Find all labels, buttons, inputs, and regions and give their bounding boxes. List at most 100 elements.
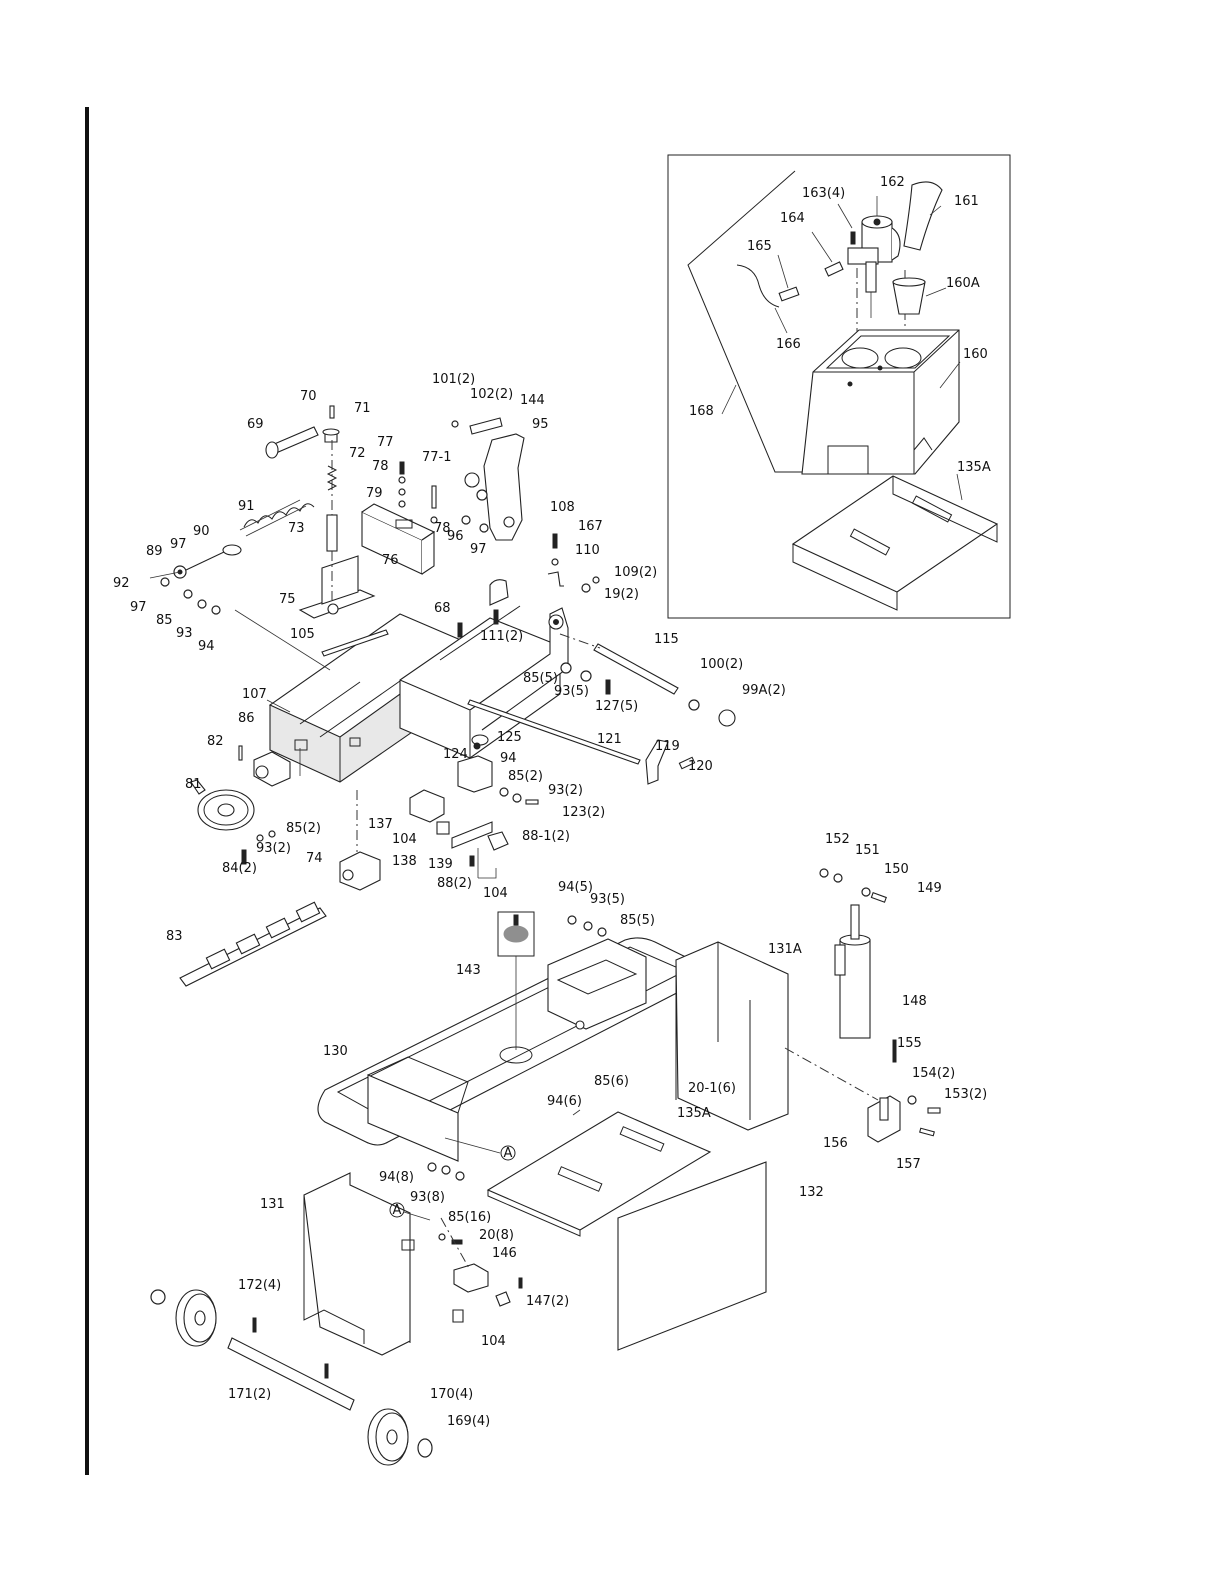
part-label-151: 151 [855, 843, 880, 858]
part-label-157: 157 [896, 1157, 921, 1172]
valve-165 [778, 286, 800, 302]
part-label-70: 70 [300, 389, 317, 404]
part-label-69: 69 [247, 417, 264, 432]
part-label-82: 82 [207, 734, 224, 749]
part-label-100: 100(2) [700, 657, 743, 672]
strainer-160a [892, 281, 926, 315]
part-label-71: 71 [354, 401, 371, 416]
part-label-130: 130 [323, 1044, 348, 1059]
part-label-127: 127(5) [595, 699, 638, 714]
part-label-93-5b: 93(5) [590, 892, 625, 907]
part-label-172: 172(4) [238, 1278, 281, 1293]
coolant-tank-160 [801, 329, 960, 475]
part-label-81: 81 [185, 777, 202, 792]
motor-bracket [547, 938, 647, 1030]
hose-161 [903, 181, 943, 251]
part-label-20-8: 20(8) [479, 1228, 514, 1243]
part-label-169: 169(4) [447, 1414, 490, 1429]
part-label-93a: 93 [176, 626, 193, 641]
part-label-105: 105 [290, 627, 315, 642]
part-label-83: 83 [166, 929, 183, 944]
part-label-99a: 99A(2) [742, 683, 786, 698]
ref-a2-letter: A [393, 1203, 402, 1218]
eye-bolt-90 [185, 551, 225, 571]
part-label-20-1: 20-1(6) [688, 1081, 736, 1096]
part-label-109: 109(2) [614, 565, 657, 580]
part-label-154: 154(2) [912, 1066, 955, 1081]
part-label-104a: 104 [392, 832, 417, 847]
part-label-74: 74 [306, 851, 323, 866]
part-label-156: 156 [823, 1136, 848, 1151]
part-label-86: 86 [238, 711, 255, 726]
part-label-171: 171(2) [228, 1387, 271, 1402]
knob-125 [471, 734, 489, 746]
part-label-68: 68 [434, 601, 451, 616]
part-label-110: 110 [575, 543, 600, 558]
part-label-94-6: 94(6) [547, 1094, 582, 1109]
chip-tray-135a-inset [791, 475, 999, 611]
part-label-138: 138 [392, 854, 417, 869]
bracket-110 [547, 571, 564, 587]
inset-frame [667, 154, 1011, 619]
part-label-155: 155 [897, 1036, 922, 1051]
part-label-104b: 104 [483, 886, 508, 901]
part-label-78a: 78 [372, 459, 389, 474]
part-label-135a-b: 135A [677, 1106, 711, 1121]
part-label-165: 165 [747, 239, 772, 254]
part-label-91: 91 [238, 499, 255, 514]
part-label-101: 101(2) [432, 372, 475, 387]
part-labels: 101(2)102(2)14495707169727777-1787978919… [113, 175, 991, 1429]
part-label-19: 19(2) [604, 587, 639, 602]
part-label-77: 77 [377, 435, 394, 450]
side-panel-131a [675, 941, 789, 1131]
part-label-93-2b: 93(2) [256, 841, 291, 856]
part-label-85-16: 85(16) [448, 1210, 491, 1225]
head-assembly [149, 405, 736, 987]
part-label-93-2a: 93(2) [548, 783, 583, 798]
bracket-124 [457, 755, 493, 793]
switch-104c [452, 1309, 464, 1323]
part-label-104c: 104 [481, 1334, 506, 1349]
reference-marks: AA [393, 1146, 513, 1218]
base-assembly [150, 868, 941, 1466]
part-label-107: 107 [242, 687, 267, 702]
part-label-78b: 78 [434, 521, 451, 536]
box-137 [409, 789, 445, 823]
part-label-85-6: 85(6) [594, 1074, 629, 1089]
part-label-132: 132 [799, 1185, 824, 1200]
part-label-153: 153(2) [944, 1087, 987, 1102]
spring-72 [326, 465, 338, 491]
part-label-108: 108 [550, 500, 575, 515]
part-label-102: 102(2) [470, 387, 513, 402]
part-label-162: 162 [880, 175, 905, 190]
part-label-123: 123(2) [562, 805, 605, 820]
part-label-73: 73 [288, 521, 305, 536]
part-label-77-1: 77-1 [422, 450, 452, 465]
part-label-119: 119 [655, 739, 680, 754]
part-label-150: 150 [884, 862, 909, 877]
bracket-168 [687, 170, 812, 473]
part-label-93-5: 93(5) [554, 684, 589, 699]
part-label-147: 147(2) [526, 1294, 569, 1309]
part-label-168: 168 [689, 404, 714, 419]
part-label-85-5: 85(5) [523, 671, 558, 686]
part-label-164: 164 [780, 211, 805, 226]
part-label-115: 115 [654, 632, 679, 647]
ref-a2-circle [389, 1202, 405, 1218]
wheel-170-left [150, 1289, 217, 1347]
part-label-135a: 135A [957, 460, 991, 475]
part-label-96: 96 [447, 529, 464, 544]
part-label-75: 75 [279, 592, 296, 607]
part-label-120: 120 [688, 759, 713, 774]
stand-131 [303, 1172, 411, 1356]
part-label-95: 95 [532, 417, 549, 432]
rod-73 [326, 514, 338, 552]
part-label-152: 152 [825, 832, 850, 847]
part-label-85-2a: 85(2) [508, 769, 543, 784]
part-label-89: 89 [146, 544, 163, 559]
part-label-76: 76 [382, 553, 399, 568]
part-label-137: 137 [368, 817, 393, 832]
switch-139 [487, 831, 509, 851]
part-label-97b: 97 [170, 537, 187, 552]
